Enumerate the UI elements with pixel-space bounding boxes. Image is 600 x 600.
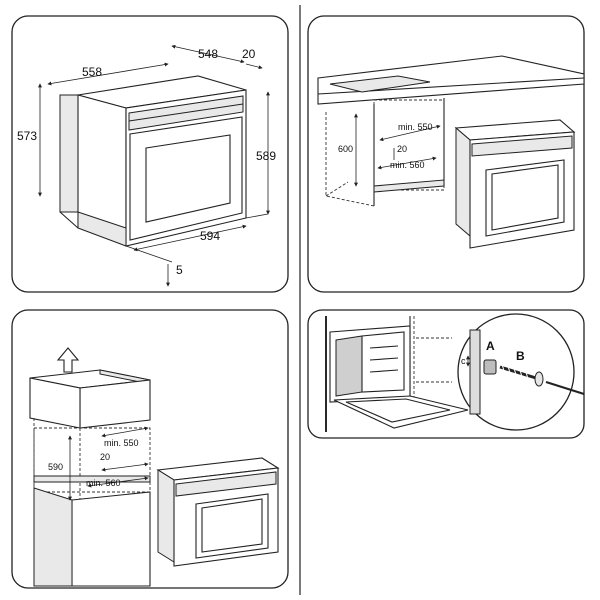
cutout-gap-label: 20 — [397, 144, 407, 154]
dim-width-label: 594 — [200, 229, 220, 243]
screwdriver-icon — [545, 381, 585, 395]
oven-front-drawing — [156, 457, 280, 567]
panel-fixing: A B c — [307, 309, 585, 439]
dim-depth-label: 558 — [82, 65, 102, 79]
part-b-label: B — [516, 349, 525, 363]
panel-under-counter: 600 min. 550 20 min. 560 — [307, 15, 585, 293]
cutout-min-depth-label: min. 550 — [398, 122, 433, 132]
dim-bottom-label: 5 — [176, 263, 183, 277]
cutout-height-label: 600 — [338, 144, 353, 154]
dim-front-label: 20 — [242, 47, 256, 61]
screw-part — [499, 363, 544, 387]
panel-oven-dimensions: 558 548 20 573 589 594 5 — [11, 15, 289, 293]
oven-body-drawing — [59, 75, 247, 247]
cutout-min-depth-label: min. 550 — [104, 438, 139, 448]
panel-column-install: 590 min. 550 20 min. 560 — [11, 309, 289, 589]
gap-c-label: c — [461, 356, 466, 366]
cutout-min-width-label: min. 560 — [390, 160, 425, 170]
spacer-part — [483, 359, 497, 375]
oven-front-drawing — [454, 119, 576, 249]
dim-inner-depth-label: 548 — [198, 47, 218, 61]
arrow-up-icon — [56, 347, 80, 373]
part-a-label: A — [486, 339, 495, 353]
dimension-lines — [38, 44, 270, 287]
cutout-min-width-label: min. 560 — [86, 478, 121, 488]
dim-height-left-label: 573 — [17, 129, 37, 143]
cutout-gap-label: 20 — [100, 452, 110, 462]
cutout-height-label: 590 — [48, 462, 63, 472]
dim-height-right-label: 589 — [256, 149, 276, 163]
